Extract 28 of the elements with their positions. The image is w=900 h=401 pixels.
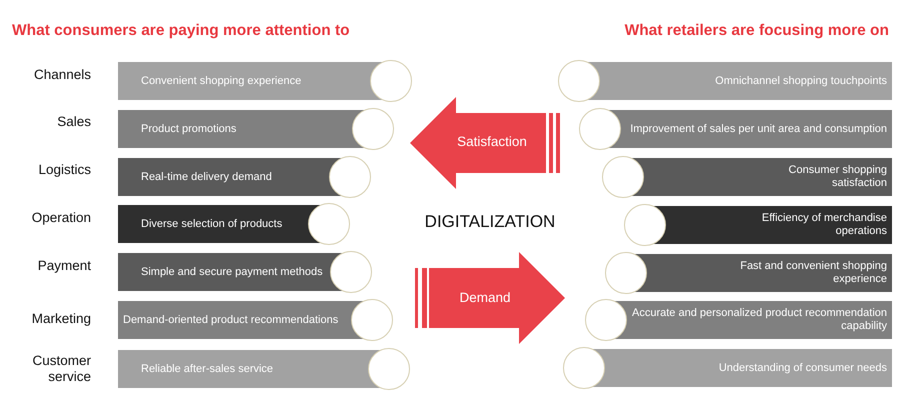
retailer-focus-text: Fast and convenient shopping experience xyxy=(739,260,887,286)
retailer-focus-text: Efficiency of merchandise operations xyxy=(760,212,887,238)
retailer-focus-text: Omnichannel shopping touchpoints xyxy=(715,74,887,88)
category-label: Sales xyxy=(57,114,91,130)
category-label: Customer service xyxy=(31,353,91,385)
consumer-focus-text: Diverse selection of products xyxy=(141,218,282,230)
block-arrow xyxy=(415,252,565,344)
category-label: Marketing xyxy=(32,311,91,327)
center-heading: DIGITALIZATION xyxy=(424,212,556,232)
category-label: Payment xyxy=(38,258,91,274)
arrow-label: Satisfaction xyxy=(457,134,527,150)
column-heading: What retailers are focusing more on xyxy=(624,21,889,41)
retailer-focus-text: Accurate and personalized product recommendation capability xyxy=(631,307,887,333)
arrow-label: Demand xyxy=(459,290,511,306)
consumer-focus-text: Convenient shopping experience xyxy=(141,74,302,88)
consumer-focus-text: Demand-oriented product recommendations xyxy=(123,314,338,326)
retailer-focus-text: Consumer shopping satisfaction xyxy=(788,164,887,190)
consumer-focus-text: Real-time delivery demand xyxy=(141,170,272,184)
category-label: Operation xyxy=(32,210,91,226)
consumer-focus-text: Simple and secure payment methods xyxy=(141,266,323,278)
retailer-focus-text: Understanding of consumer needs xyxy=(718,362,887,374)
block-arrow xyxy=(410,97,560,189)
consumer-focus-text: Reliable after-sales service xyxy=(141,362,274,376)
column-heading: What consumers are paying more attention to xyxy=(12,21,350,41)
consumer-focus-text: Product promotions xyxy=(141,122,236,136)
retailer-focus-text: Improvement of sales per unit area and consumption xyxy=(630,122,887,136)
category-label: Logistics xyxy=(38,162,91,178)
category-label: Channels xyxy=(34,67,91,83)
